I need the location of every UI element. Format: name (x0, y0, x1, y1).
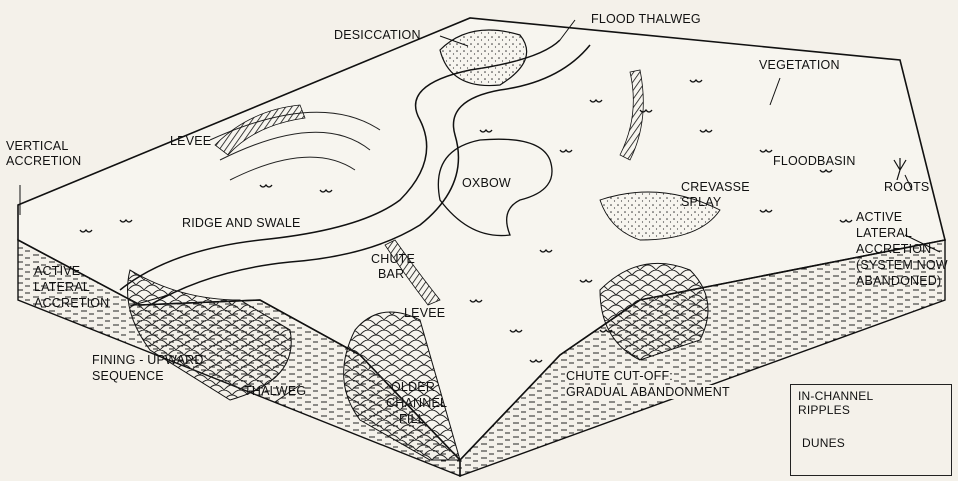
label-floodbasin: FLOODBASIN (773, 154, 856, 168)
label-chute-1: CHUTE (371, 252, 415, 266)
label-desiccation: DESICCATION (334, 28, 421, 42)
label-active-lateral-left-3: ACCRETION (34, 296, 109, 310)
label-vertical-2: ACCRETION (6, 154, 81, 168)
label-chute-2: BAR (378, 267, 404, 281)
label-ridge-and-swale: RIDGE AND SWALE (182, 216, 301, 230)
label-levee-mid: LEVEE (404, 306, 445, 320)
legend-in-channel-1: IN-CHANNEL (798, 389, 873, 403)
label-crevasse-1: CREVASSE (681, 180, 750, 194)
label-thalweg: THALWEG (244, 384, 306, 398)
label-active-lateral-right-5: ABANDONED) (856, 274, 941, 288)
label-active-lateral-right-2: LATERAL (856, 226, 912, 240)
label-older-1: OLDER (391, 380, 435, 394)
label-fining-2: SEQUENCE (92, 369, 164, 383)
label-fining-1: FINING - UPWARD (92, 353, 204, 367)
label-older-3: FILL (399, 412, 425, 426)
label-roots: ROOTS (884, 180, 929, 194)
label-active-lateral-right-1: ACTIVE (856, 210, 902, 224)
label-levee-top: LEVEE (170, 134, 211, 148)
label-vertical-1: VERTICAL (6, 139, 69, 153)
legend-box: IN-CHANNEL RIPPLES DUNES (790, 384, 952, 476)
label-active-lateral-left-2: LATERAL (34, 280, 90, 294)
label-flood-thalweg: FLOOD THALWEG (591, 12, 701, 26)
label-chute-cutoff-2: GRADUAL ABANDONMENT (565, 385, 731, 399)
label-active-lateral-left-1: ACTIVE (34, 264, 80, 278)
label-oxbow: OXBOW (462, 176, 511, 190)
label-active-lateral-right-3: ACCRETION (856, 242, 931, 256)
label-older-2: CHANNEL (386, 396, 447, 410)
legend-in-channel-2: RIPPLES (798, 403, 850, 417)
label-vegetation: VEGETATION (759, 58, 840, 72)
legend-dunes: DUNES (802, 436, 845, 450)
label-crevasse-2: SPLAY (681, 195, 721, 209)
label-active-lateral-right-4: (SYSTEM NOW (856, 258, 948, 272)
label-chute-cutoff-1: CHUTE CUT-OFF: (565, 369, 674, 383)
